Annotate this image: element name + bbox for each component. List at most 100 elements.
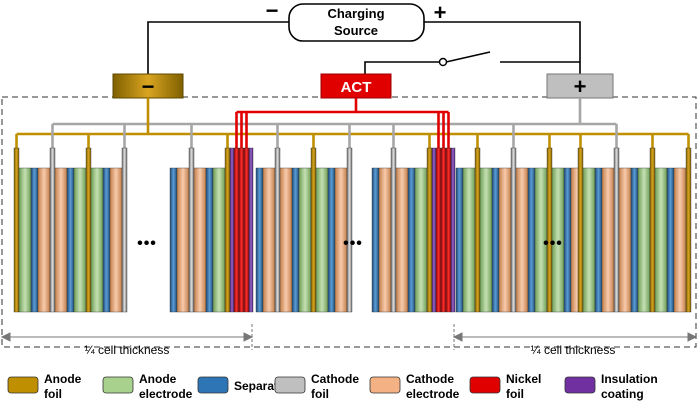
separator-layer <box>527 167 536 313</box>
legend-label: Nickel <box>506 372 541 386</box>
electrode-stack-2 <box>169 147 254 313</box>
cathode-foil-layer <box>49 147 56 313</box>
cathode-electrode-layer <box>176 167 190 313</box>
anode-foil-layer <box>474 147 481 313</box>
anode-foil-layer <box>577 147 584 313</box>
separator-layer <box>291 167 300 313</box>
cathode-electrode-layer <box>395 167 409 313</box>
act-terminal-label: ACT <box>341 79 372 96</box>
anode-electrode-layer <box>582 167 596 313</box>
cathode-foil-layer <box>613 147 620 313</box>
anode-foil-layer <box>546 147 553 313</box>
cathode-electrode-layer <box>673 167 687 313</box>
separator-layer <box>594 167 603 313</box>
anode-foil-swatch <box>7 376 39 394</box>
anode-electrode-layer <box>298 167 312 313</box>
separator-layer <box>407 167 416 313</box>
anode-foil-layer <box>649 147 656 313</box>
anode-foil-layer <box>224 147 231 313</box>
cathode-foil-swatch <box>274 376 306 394</box>
anode-foil-layer <box>13 147 20 313</box>
separator-layer <box>371 167 380 313</box>
legend-label: foil <box>506 387 524 401</box>
cathode-foil-layer <box>510 147 517 313</box>
cathode-electrode-layer <box>54 167 68 313</box>
charging-circuit <box>147 21 581 74</box>
tab-bus-network <box>15 98 690 148</box>
cathode-foil-layer <box>121 147 128 313</box>
stack-continuation-dots-2: ••• <box>343 235 363 252</box>
separator-layer <box>205 167 214 313</box>
cathode-terminal: + <box>546 73 614 99</box>
cathode-electrode-layer <box>378 167 392 313</box>
anode-foil-layer <box>85 147 92 313</box>
thickness-label-right: ¼ cell thickness <box>531 343 616 357</box>
legend-label: Anode <box>44 372 82 386</box>
anode-electrode-layer <box>654 167 668 313</box>
anode-electrode-layer <box>414 167 428 313</box>
legend-label: foil <box>44 387 62 401</box>
source-minus-sign: − <box>266 0 279 23</box>
legend-label: foil <box>311 387 329 401</box>
anode-electrode-layer <box>479 167 493 313</box>
nickel-foil-swatch <box>469 376 501 394</box>
cathode-foil-layer <box>274 147 281 313</box>
legend-label: Cathode <box>406 372 454 386</box>
cathode-electrode-layer <box>262 167 276 313</box>
insulation-coating-layer <box>229 147 235 313</box>
separator-layer <box>327 167 336 313</box>
cathode-electrode-layer <box>279 167 293 313</box>
separator-layer <box>630 167 639 313</box>
cathode-electrode-layer <box>515 167 529 313</box>
anode-foil-layer <box>426 147 433 313</box>
legend-label: coating <box>601 387 644 401</box>
cathode-foil-layer <box>390 147 397 313</box>
nickel-foil-layer <box>435 147 442 313</box>
charging-source-line1: Charging <box>327 6 384 21</box>
cell-boundary <box>1 96 697 348</box>
separator-layer <box>66 167 75 313</box>
anode-terminal-sign: − <box>142 74 155 99</box>
separator-layer <box>30 167 39 313</box>
stack-continuation-dots-1: ••• <box>137 235 157 252</box>
nickel-foil-layer <box>243 147 250 313</box>
charging-source-line2: Source <box>334 23 378 38</box>
separator-swatch <box>197 376 229 394</box>
anode-electrode-layer <box>212 167 226 313</box>
separator-layer <box>491 167 500 313</box>
anode-electrode-layer <box>637 167 651 313</box>
anode-foil-layer <box>310 147 317 313</box>
anode-terminal: − <box>112 73 184 99</box>
separator-layer <box>169 167 178 313</box>
cathode-foil-layer <box>346 147 353 313</box>
separator-layer <box>666 167 675 313</box>
thickness-arrow-right <box>452 324 698 350</box>
nickel-foil-layer <box>238 147 245 313</box>
cathode-electrode-layer <box>109 167 123 313</box>
cathode-foil-layer <box>188 147 195 313</box>
anode-electrode-swatch <box>102 376 134 394</box>
cathode-terminal-sign: + <box>574 74 587 99</box>
legend-label: electrode <box>406 387 460 401</box>
act-terminal: ACT <box>320 73 392 99</box>
nickel-foil-layer <box>440 147 447 313</box>
electrode-stack-3 <box>255 147 353 313</box>
insulation-coating-layer <box>248 147 254 313</box>
separator-layer <box>563 167 572 313</box>
nickel-foil-layer <box>233 147 240 313</box>
anode-electrode-layer <box>18 167 32 313</box>
electrode-stacks <box>13 147 692 313</box>
cathode-electrode-layer <box>498 167 512 313</box>
separator-layer <box>255 167 264 313</box>
anode-electrode-layer <box>315 167 329 313</box>
legend-label: Anode <box>139 372 177 386</box>
separator-layer <box>102 167 111 313</box>
stack-continuation-dots-3: ••• <box>543 235 563 252</box>
